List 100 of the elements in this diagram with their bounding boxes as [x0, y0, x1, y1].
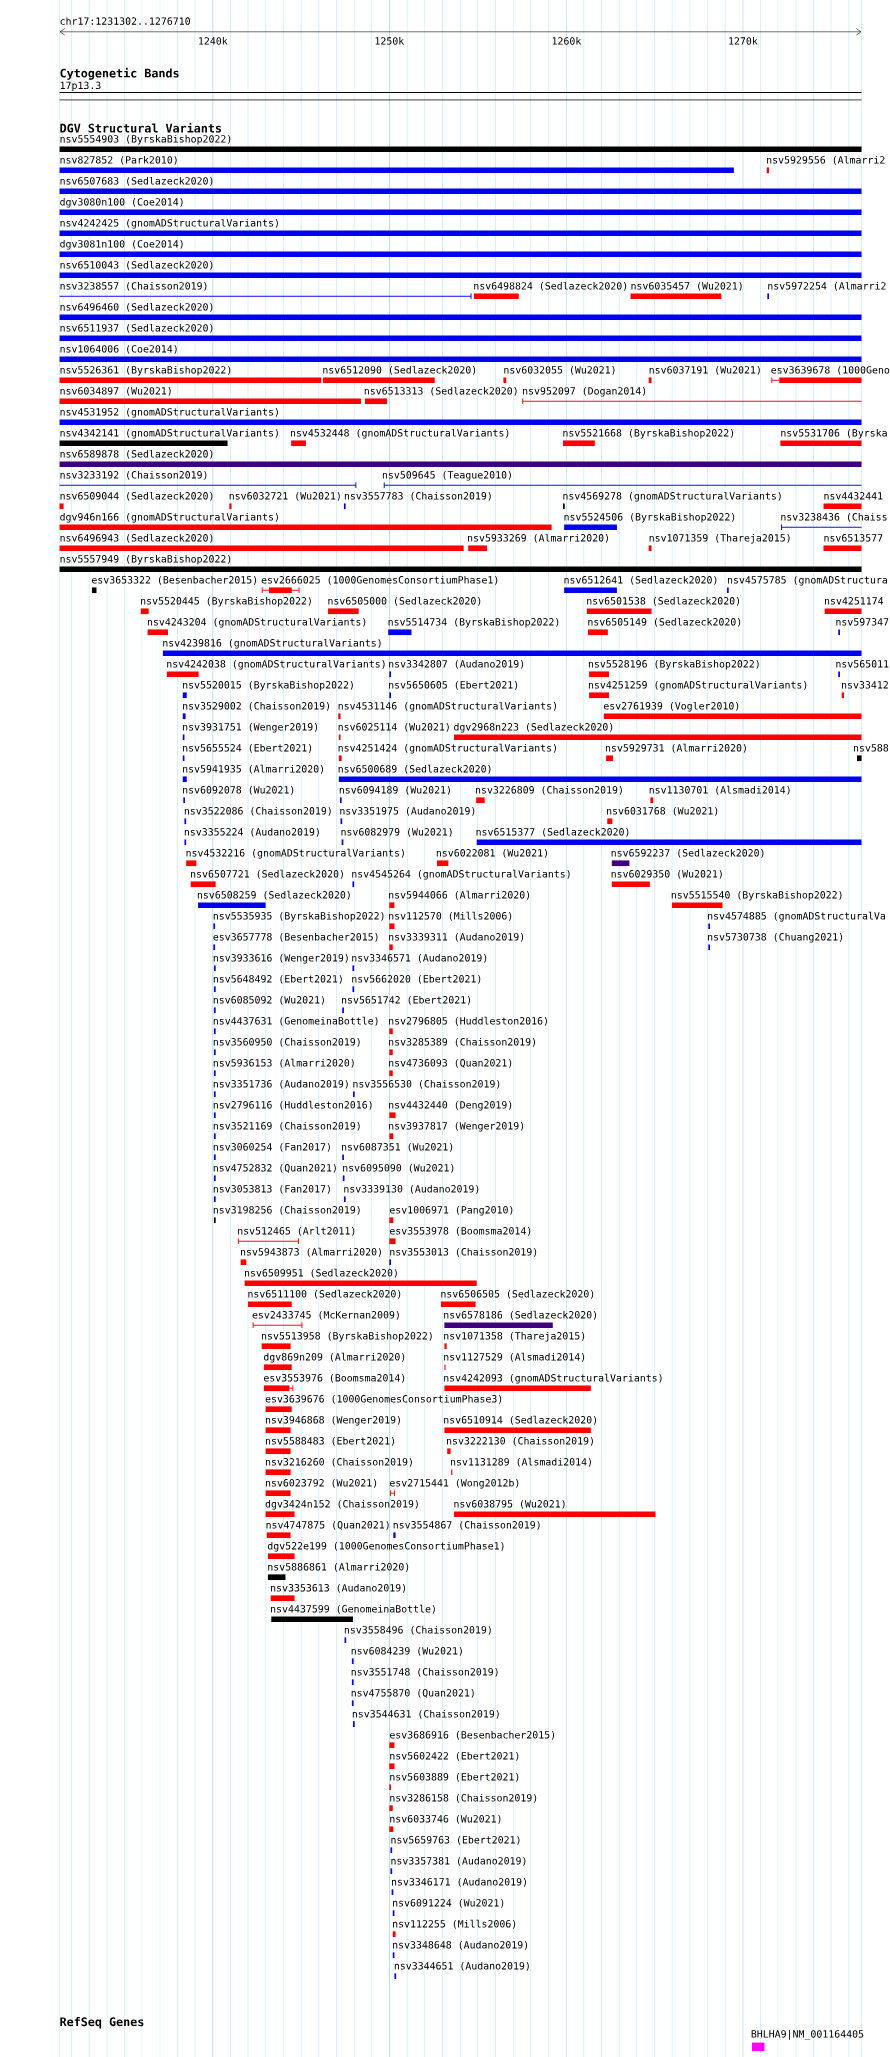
variant-feature: nsv3226809 (Chaisson2019) — [476, 785, 622, 804]
node-label: nsv3053813 (Fan2017) — [213, 1184, 330, 1194]
node-label: nsv112255 (Mills2006) — [393, 1919, 516, 1929]
variant-feature: esv3553978 (Boomsma2014) — [389, 1226, 531, 1245]
node-label: nsv5730738 (Chuang2021) — [708, 932, 843, 943]
variant-feature: nsv3339311 (Audano2019) — [389, 932, 524, 951]
variant-feature: nsv6505149 (Sedlazeck2020) — [587, 617, 741, 636]
variant-feature: nsv4243204 (gnomADStructuralVariants) — [147, 617, 366, 636]
variant-feature: nsv3053813 (Fan2017) — [213, 1184, 330, 1203]
variant-feature: nsv4575785 (gnomADStructura — [727, 575, 887, 594]
node-label: nsv3558496 (Chaisson2019) — [344, 1625, 491, 1635]
node-label: nsv6513577 — [824, 534, 883, 542]
variant-feature: nsv3933616 (Wenger2019) — [213, 953, 348, 972]
node-label: nsv6029350 (Wu2021) — [611, 869, 722, 879]
variant-feature: nsv1131289 (Alsmadi2014) — [451, 1457, 591, 1476]
variant-feature: nsv1071358 (Thareja2015) — [444, 1331, 585, 1350]
variant-feature: nsv6092078 (Wu2021) — [183, 785, 294, 804]
node-label: nsv5554903 (ByrskaBishop2022) — [60, 134, 231, 145]
node-label: nsv4342141 (gnomADStructuralVariants) — [60, 428, 278, 439]
node-label: BHLHA9|NM_001164405 — [751, 2029, 864, 2040]
node-label: dgv3080n100 (Coe2014) — [60, 197, 183, 208]
node-label: nsv3557783 (Chaisson2019) — [344, 491, 491, 501]
node-label: dgv3424n152 (Chaisson2019) — [265, 1499, 418, 1510]
variant-feature: nsv4569278 (gnomADStructuralVariants) — [563, 491, 781, 510]
node-label: nsv6095090 (Wu2021) — [343, 1163, 454, 1173]
node-label: nsv5528196 (ByrskaBishop2022) — [588, 659, 759, 670]
node-label: nsv6501538 (Sedlazeck2020) — [587, 596, 740, 606]
node-label: nsv3342807 (Audano2019) — [389, 659, 524, 669]
tick-label: 1250k — [375, 37, 405, 45]
variant-feature: nsv1127529 (Alsmadi2014) — [444, 1352, 585, 1371]
variant-feature: nsv6507683 (Sedlazeck2020) — [59, 176, 862, 195]
node-label: nsv3339130 (Audano2019) — [344, 1184, 479, 1194]
node-label: nsv5936153 (Almarri2020) — [213, 1058, 354, 1068]
variant-feature: nsv5972254 (Almarri2 — [767, 281, 886, 300]
variant-feature: nsv6031768 (Wu2021) — [607, 806, 718, 825]
variant-feature: nsv3198256 (Chaisson2019) — [213, 1205, 360, 1224]
variant-feature: nsv6496943 (Sedlazeck2020) — [59, 533, 464, 552]
variant-feature: nsv5588483 (Ebert2021) — [265, 1436, 394, 1455]
variant-feature: nsv6032721 (Wu2021) — [229, 491, 340, 510]
node-label: nsv5662020 (Ebert2021) — [352, 974, 481, 984]
node-label: nsv3285389 (Chaisson2019) — [389, 1037, 536, 1047]
node-label: nsv3344651 (Audano2019) — [394, 1961, 529, 1971]
node-label: nsv5515540 (ByrskaBishop2022) — [671, 890, 842, 901]
node-label: nsv1071358 (Thareja2015) — [444, 1331, 585, 1342]
variant-feature: nsv6498824 (Sedlazeck2020) — [473, 281, 627, 300]
node-label: nsv3339311 (Audano2019) — [389, 932, 524, 942]
variant-feature: nsv3216260 (Chaisson2019) — [265, 1457, 412, 1476]
variant-feature: nsv5535935 (ByrskaBishop2022) — [213, 911, 384, 930]
variant-feature: nsv4251174 — [824, 597, 884, 615]
variant-feature: nsv3222130 (Chaisson2019) — [447, 1436, 593, 1455]
node-label: nsv33412 — [842, 681, 888, 689]
variant-feature: nsv3344651 (Audano2019) — [394, 1961, 529, 1980]
node-label: nsv3529002 (Chaisson2019) — [183, 701, 330, 711]
variant-feature: nsv5941935 (Almarri2020) — [182, 764, 324, 783]
variant-feature: nsv827852 (Park2010) — [59, 155, 734, 174]
node-label: nsv3351975 (Audano2019) — [340, 806, 475, 816]
variant-feature: nsv4432441 — [823, 492, 883, 510]
tick-label: 1270k — [729, 37, 758, 45]
variant-feature: nsv3558496 (Chaisson2019) — [344, 1625, 491, 1644]
node-label: nsv1071359 (Thareja2015) — [649, 533, 790, 544]
variant-feature: nsv4574885 (gnomADStructuralVa — [708, 911, 885, 930]
node-label: nsv5531706 (Byrska — [781, 428, 887, 439]
variant-feature: nsv6578186 (Sedlazeck2020) — [444, 1310, 597, 1329]
variant-feature: nsv3346571 (Audano2019) — [352, 953, 487, 972]
node-label: nsv3216260 (Chaisson2019) — [265, 1457, 412, 1467]
variant-feature: nsv3937817 (Wenger2019) — [389, 1121, 524, 1140]
variant-feature: nsv6091224 (Wu2021) — [392, 1898, 504, 1917]
variant-feature: nsv3351975 (Audano2019) — [340, 806, 475, 825]
variant-feature: nsv6034897 (Wu2021) — [59, 386, 361, 405]
variant-feature: nsv6084239 (Wu2021) — [351, 1646, 462, 1665]
node-label: nsv3286158 (Chaisson2019) — [390, 1793, 537, 1803]
position-label: chr17:1231302..1276710 — [60, 17, 190, 25]
variant-feature: nsv4342141 (gnomADStructuralVariants) — [59, 428, 278, 447]
variant-feature: nsv6506505 (Sedlazeck2020) — [441, 1289, 594, 1308]
node-label: esv3639676 (1000GenomesConsortiumPhase3) — [265, 1394, 502, 1404]
variant-feature: nsv3238436 (Chaiss — [781, 512, 887, 531]
node-label: nsv4532216 (gnomADStructuralVariants) — [186, 848, 404, 859]
variant-feature: nsv4747875 (Quan2021) — [266, 1520, 389, 1539]
node-label: nsv6023792 (Wu2021) — [265, 1478, 377, 1488]
variant-feature: nsv4437599 (GenomeinaBottle) — [271, 1604, 435, 1623]
node-label: nsv6034897 (Wu2021) — [60, 386, 171, 396]
variant-feature: nsv3557783 (Chaisson2019) — [343, 491, 491, 510]
node-label: nsv6511937 (Sedlazeck2020) — [60, 323, 213, 333]
node-label: nsv112570 (Mills2006) — [389, 911, 512, 921]
variant-feature: nsv4242425 (gnomADStructuralVariants) — [59, 218, 862, 237]
variant-feature: nsv588 — [853, 744, 889, 762]
variant-feature: nsv5929556 (Almarri2 — [766, 155, 885, 174]
node-label: nsv1064006 (Coe2014) — [60, 344, 177, 354]
variant-feature: nsv5515540 (ByrskaBishop2022) — [671, 890, 842, 909]
variant-feature: nsv6029350 (Wu2021) — [611, 869, 722, 888]
variant-feature: nsv4545264 (gnomADStructuralVariants) — [352, 869, 570, 888]
node-label: nsv6037191 (Wu2021) — [649, 365, 760, 375]
variant-feature: nsv4242038 (gnomADStructuralVariants) — [166, 659, 385, 678]
variant-feature: nsv6511100 (Sedlazeck2020) — [248, 1289, 401, 1308]
variant-feature: esv3657778 (Besenbacher2015) — [213, 932, 378, 951]
variant-feature: nsv6510043 (Sedlazeck2020) — [59, 260, 862, 279]
node-label: nsv3355224 (Audano2019) — [184, 827, 319, 837]
variant-feature: nsv5520445 (ByrskaBishop2022) — [140, 596, 311, 615]
node-label: nsv6513313 (Sedlazeck2020) — [364, 386, 517, 396]
tick-label: 1260k — [552, 37, 582, 45]
